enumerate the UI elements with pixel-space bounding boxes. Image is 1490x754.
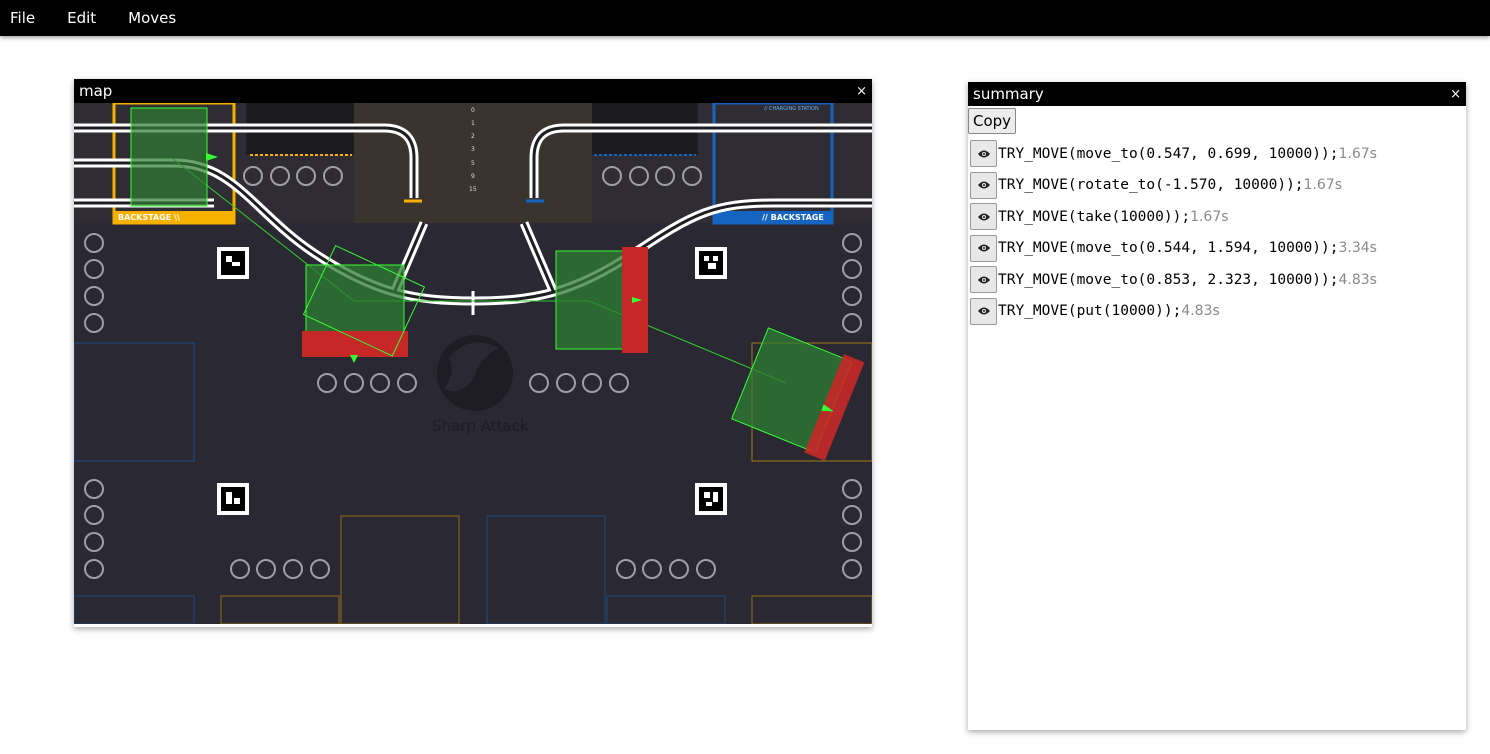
summary-window-title: summary — [973, 85, 1044, 103]
map-window: map × BACKSTAGE \\ // BACKSTAGE // CHARG… — [74, 79, 872, 627]
move-row: TRY_MOVE(put(10000)); 4.83s — [968, 296, 1466, 328]
move-code: TRY_MOVE(take(10000)); — [998, 208, 1191, 225]
move-row: TRY_MOVE(rotate_to(-1.570, 10000)); 1.67… — [968, 170, 1466, 202]
move-code: TRY_MOVE(put(10000)); — [998, 303, 1182, 320]
eye-icon[interactable] — [970, 234, 997, 262]
move-row: TRY_MOVE(move_to(0.547, 0.699, 10000)); … — [968, 138, 1466, 170]
summary-window: summary × Copy TRY_MOVE(move_to(0.547, 0… — [968, 82, 1466, 730]
move-row: TRY_MOVE(move_to(0.853, 2.323, 10000)); … — [968, 264, 1466, 296]
move-row: TRY_MOVE(take(10000)); 1.67s — [968, 201, 1466, 233]
move-time: 1.67s — [1190, 208, 1229, 225]
scale-numbers: 0 1 2 3 5 9 15 — [469, 107, 477, 193]
robot-final — [731, 327, 865, 461]
move-list: TRY_MOVE(move_to(0.547, 0.699, 10000)); … — [968, 138, 1466, 327]
menu-edit[interactable]: Edit — [67, 9, 97, 27]
aruco-marker — [217, 247, 249, 279]
aruco-marker — [217, 483, 249, 515]
eye-icon[interactable] — [970, 297, 997, 325]
charging-station-label: // CHARGING STATION — [764, 106, 819, 112]
scale-number: 3 — [471, 146, 475, 153]
copy-button[interactable]: Copy — [968, 108, 1017, 134]
move-time: 1.67s — [1338, 145, 1377, 162]
bottom-zone — [486, 515, 606, 624]
robot-start — [130, 107, 218, 207]
pot-circles — [84, 166, 862, 579]
scale-number: 2 — [471, 133, 475, 140]
side-zone — [74, 342, 195, 462]
eye-icon[interactable] — [970, 203, 997, 231]
aruco-marker — [695, 247, 727, 279]
menu-file[interactable]: File — [10, 9, 36, 27]
map-window-title: map — [79, 82, 113, 100]
scale-zone — [354, 103, 592, 223]
menu-moves[interactable]: Moves — [128, 9, 177, 27]
eye-icon[interactable] — [970, 171, 997, 199]
summary-close-icon[interactable]: × — [1450, 86, 1461, 102]
robot-middle — [555, 247, 648, 353]
move-code: TRY_MOVE(move_to(0.544, 1.594, 10000)); — [998, 240, 1339, 257]
logo-text: Sharp Attack — [432, 417, 529, 435]
sharp-attack-logo: Sharp Attack — [432, 335, 529, 435]
robot-pickup — [302, 244, 426, 363]
scale-number: 9 — [471, 173, 475, 180]
map-window-titlebar[interactable]: map × — [74, 79, 872, 103]
bottom-zone — [340, 515, 460, 624]
move-code: TRY_MOVE(move_to(0.547, 0.699, 10000)); — [998, 145, 1339, 162]
scale-number: 5 — [471, 160, 475, 167]
move-time: 4.83s — [1181, 303, 1220, 320]
map-canvas[interactable]: BACKSTAGE \\ // BACKSTAGE // CHARGING ST… — [74, 103, 872, 624]
summary-window-titlebar[interactable]: summary × — [968, 82, 1466, 106]
eye-icon[interactable] — [970, 266, 997, 294]
move-code: TRY_MOVE(rotate_to(-1.570, 10000)); — [998, 177, 1304, 194]
aruco-marker — [695, 483, 727, 515]
move-time: 1.67s — [1303, 177, 1343, 194]
move-row: TRY_MOVE(move_to(0.544, 1.594, 10000)); … — [968, 233, 1466, 265]
scale-number: 1 — [471, 120, 475, 127]
move-code: TRY_MOVE(move_to(0.853, 2.323, 10000)); — [998, 271, 1339, 288]
menubar: File Edit Moves — [0, 0, 1490, 36]
eye-icon[interactable] — [970, 140, 997, 168]
map-close-icon[interactable]: × — [856, 83, 867, 99]
right-backstage-label: // BACKSTAGE — [762, 213, 824, 222]
scale-number: 0 — [471, 107, 475, 114]
scale-number: 15 — [469, 186, 477, 193]
move-time: 4.83s — [1338, 271, 1377, 288]
left-backstage-label: BACKSTAGE \\ — [118, 213, 180, 222]
move-time: 3.34s — [1338, 240, 1377, 257]
